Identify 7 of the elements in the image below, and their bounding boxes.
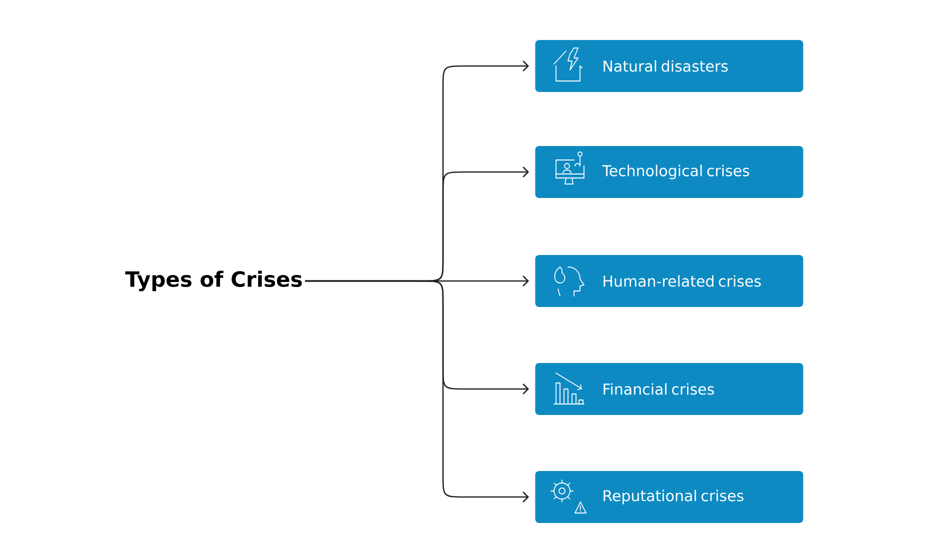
arrow xyxy=(305,280,529,502)
category-box: Natural disasters xyxy=(535,40,804,92)
title-text: Types of Crises xyxy=(125,270,302,292)
category-box: Technological crises xyxy=(535,146,804,198)
category-box: Reputational crises xyxy=(535,471,804,523)
category-box: Financial crises xyxy=(535,363,804,415)
category-box: Human-related crises xyxy=(535,255,804,307)
